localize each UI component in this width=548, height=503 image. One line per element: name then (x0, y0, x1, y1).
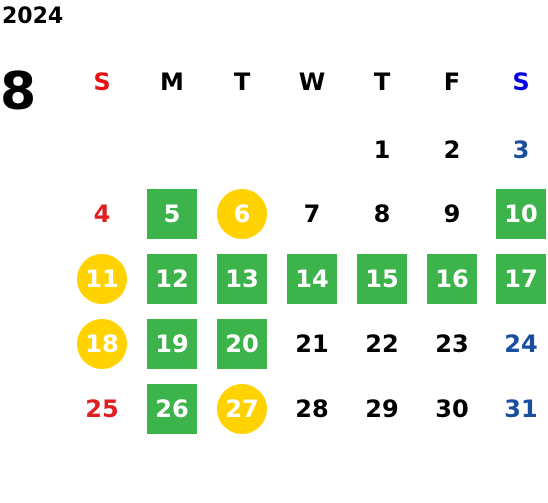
day-cell-26[interactable]: 26 (147, 384, 197, 434)
day-cell-13[interactable]: 13 (217, 254, 267, 304)
day-cell-20[interactable]: 20 (217, 319, 267, 369)
day-cell-3[interactable]: 3 (512, 136, 530, 164)
day-cell-12[interactable]: 12 (147, 254, 197, 304)
day-cell-11[interactable]: 11 (77, 254, 127, 304)
weekday-5: F (443, 68, 461, 96)
year-label: 2024 (2, 4, 64, 29)
day-cell-7[interactable]: 7 (303, 200, 321, 228)
day-cell-9[interactable]: 9 (443, 200, 461, 228)
day-cell-27[interactable]: 27 (217, 384, 267, 434)
day-cell-1[interactable]: 1 (373, 136, 391, 164)
day-cell-10[interactable]: 10 (496, 189, 546, 239)
day-cell-16[interactable]: 16 (427, 254, 477, 304)
day-cell-22[interactable]: 22 (365, 330, 399, 358)
day-cell-14[interactable]: 14 (287, 254, 337, 304)
day-cell-15[interactable]: 15 (357, 254, 407, 304)
day-cell-18[interactable]: 18 (77, 319, 127, 369)
day-cell-28[interactable]: 28 (295, 395, 329, 423)
day-cell-29[interactable]: 29 (365, 395, 399, 423)
day-cell-5[interactable]: 5 (147, 189, 197, 239)
day-cell-8[interactable]: 8 (373, 200, 391, 228)
day-cell-17[interactable]: 17 (496, 254, 546, 304)
weekday-2: T (233, 68, 251, 96)
day-cell-24[interactable]: 24 (504, 330, 538, 358)
day-cell-4[interactable]: 4 (93, 200, 111, 228)
day-cell-31[interactable]: 31 (504, 395, 538, 423)
weekday-6: S (512, 68, 530, 96)
day-cell-2[interactable]: 2 (443, 136, 461, 164)
month-number: 8 (0, 62, 37, 122)
weekday-4: T (373, 68, 391, 96)
day-cell-25[interactable]: 25 (85, 395, 119, 423)
day-cell-6[interactable]: 6 (217, 189, 267, 239)
day-cell-30[interactable]: 30 (435, 395, 469, 423)
weekday-3: W (298, 68, 326, 96)
weekday-0: S (93, 68, 111, 96)
day-cell-23[interactable]: 23 (435, 330, 469, 358)
weekday-1: M (160, 68, 184, 96)
day-cell-21[interactable]: 21 (295, 330, 329, 358)
day-cell-19[interactable]: 19 (147, 319, 197, 369)
